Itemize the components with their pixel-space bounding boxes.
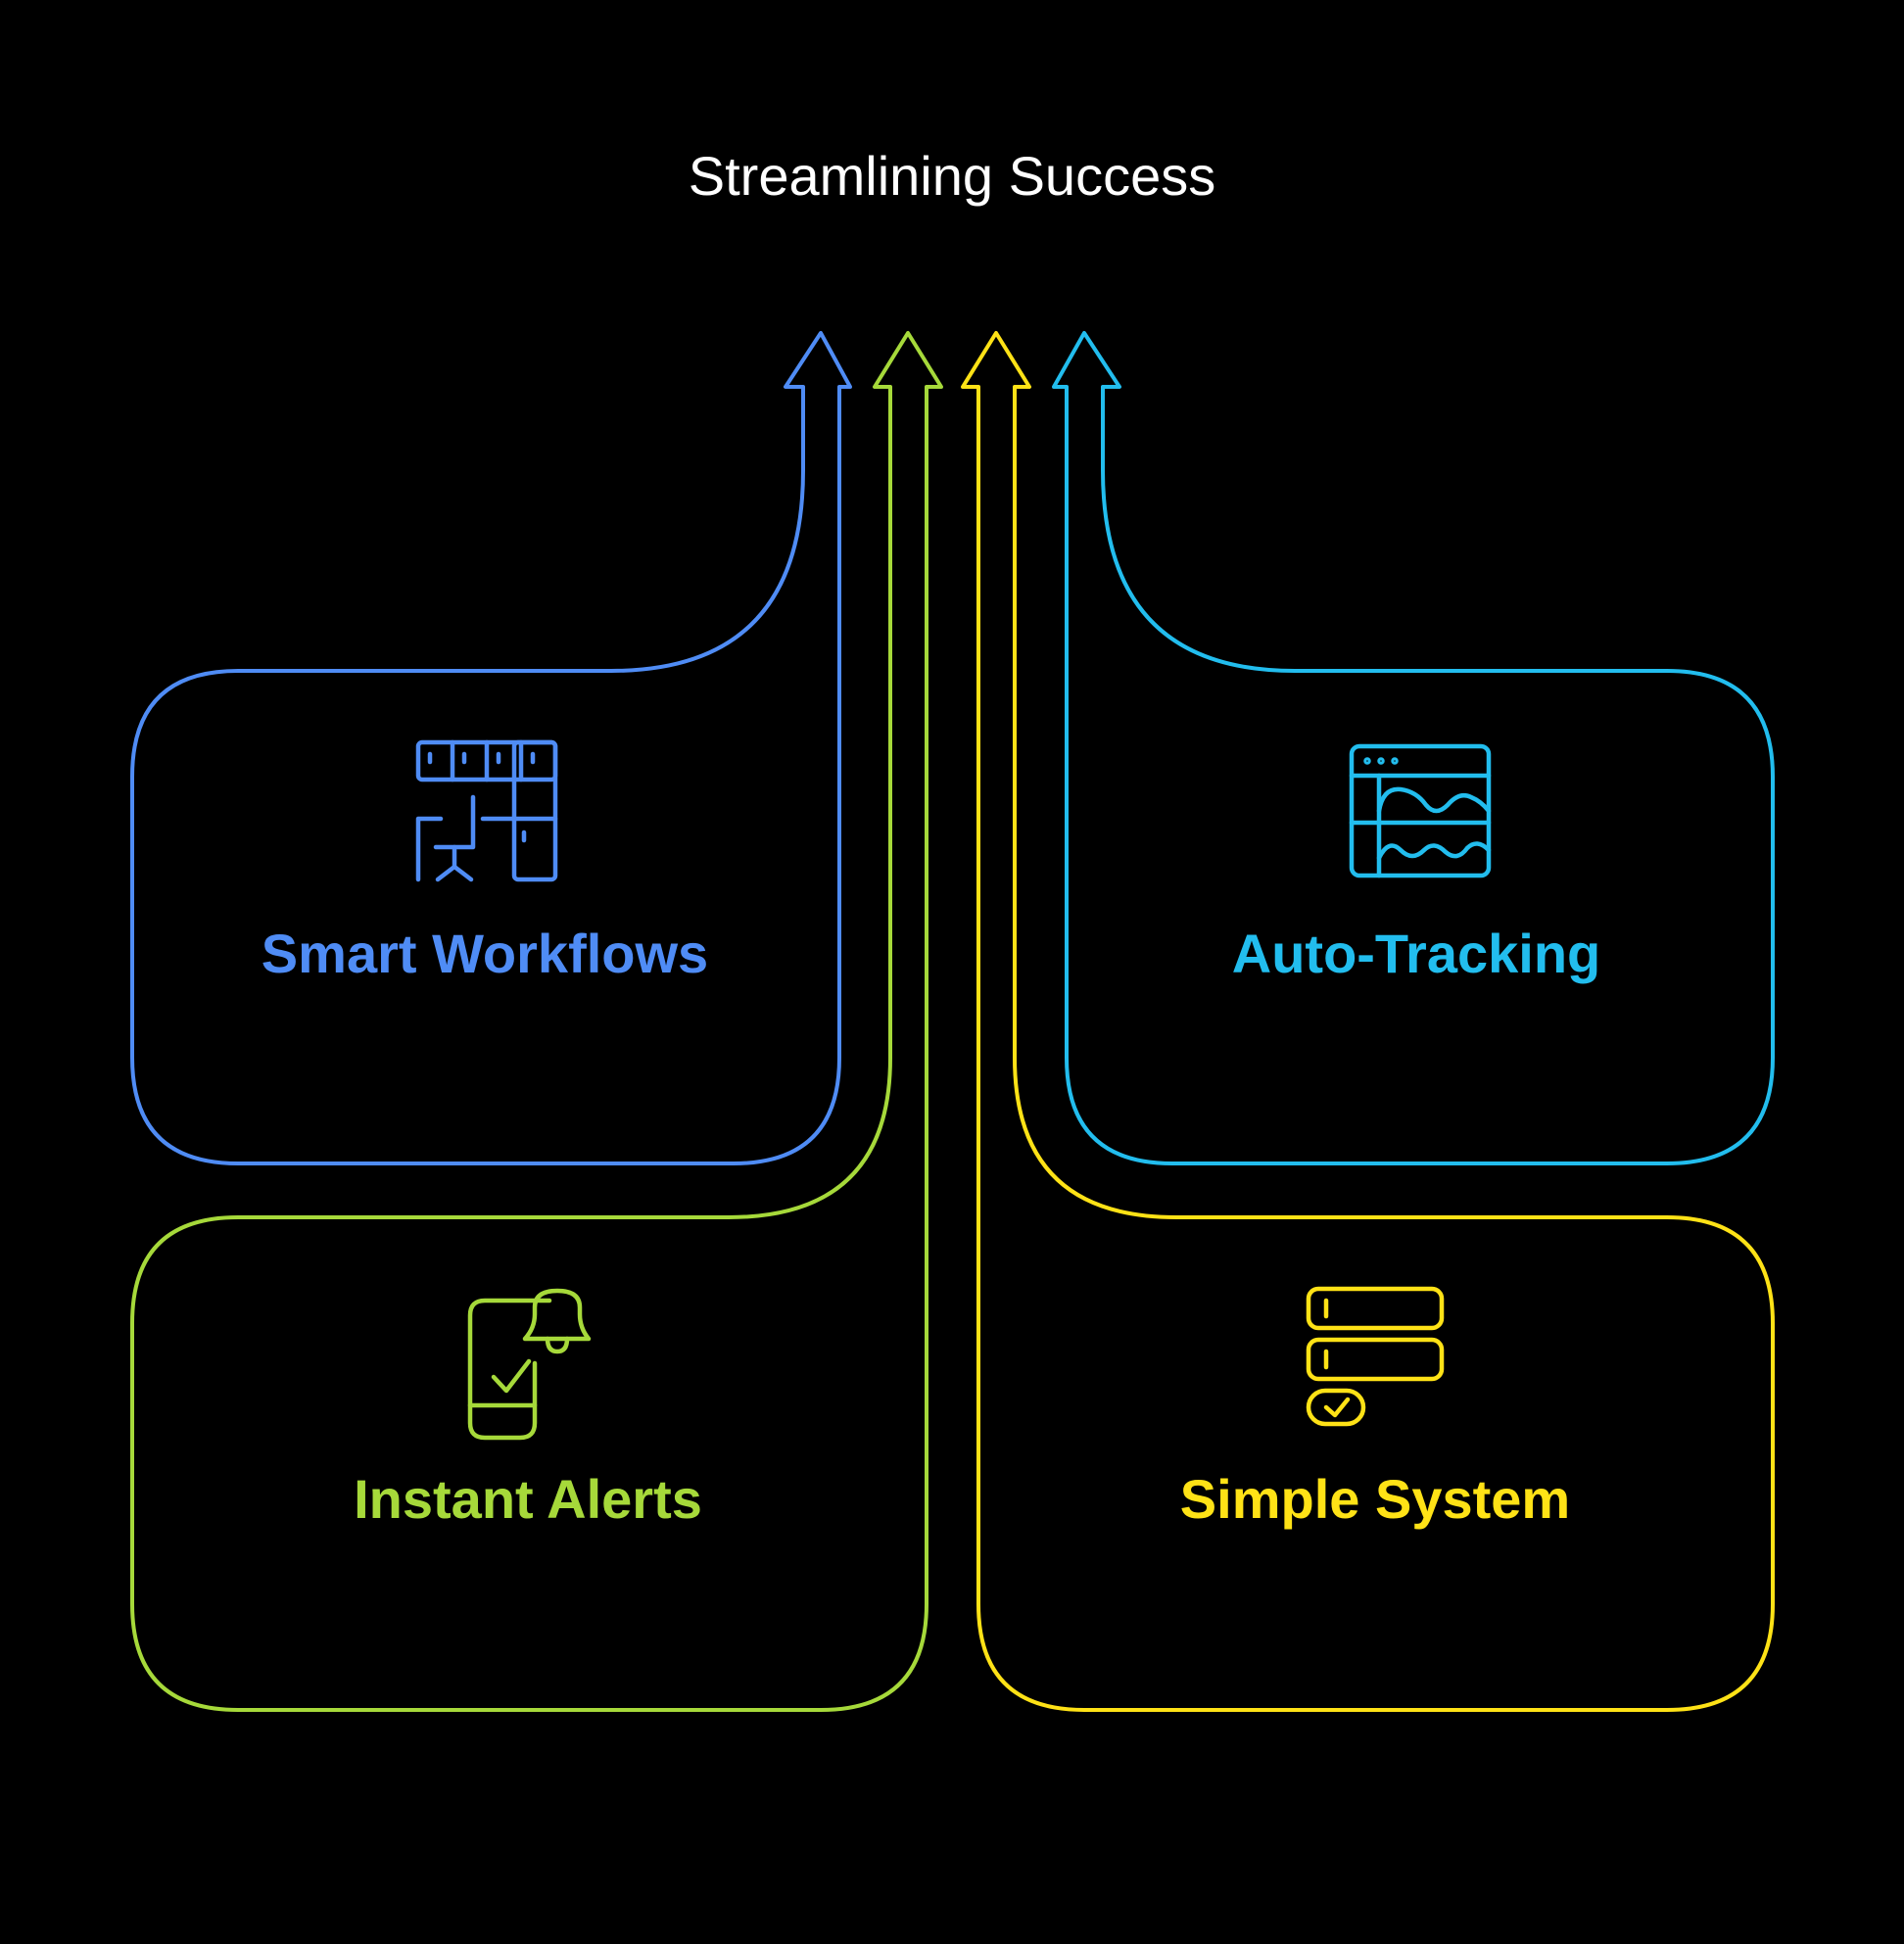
simple-system-branch: Simple System — [961, 331, 1775, 1712]
instant-alerts-outline — [130, 331, 943, 1712]
smart-workflows-branch: Smart Workflows — [130, 331, 852, 1165]
diagram-title: Streamlining Success — [689, 145, 1215, 207]
auto-tracking-outline — [1052, 331, 1775, 1165]
instant-alerts-branch: Instant Alerts — [130, 331, 943, 1712]
card-label-smart-workflows: Smart Workflows — [262, 923, 708, 984]
smart-workflows-outline — [130, 331, 852, 1165]
auto-tracking-branch: Auto-Tracking — [1052, 331, 1775, 1165]
dashboard-charts-icon — [1349, 743, 1492, 878]
simple-system-outline — [961, 331, 1775, 1712]
phone-bell-check-icon — [467, 1288, 592, 1441]
stacked-storage-check-icon — [1306, 1286, 1445, 1427]
workflow-office-icon — [415, 739, 558, 882]
card-label-simple-system: Simple System — [1180, 1468, 1570, 1530]
card-label-instant-alerts: Instant Alerts — [354, 1468, 702, 1530]
card-label-auto-tracking: Auto-Tracking — [1232, 923, 1600, 984]
